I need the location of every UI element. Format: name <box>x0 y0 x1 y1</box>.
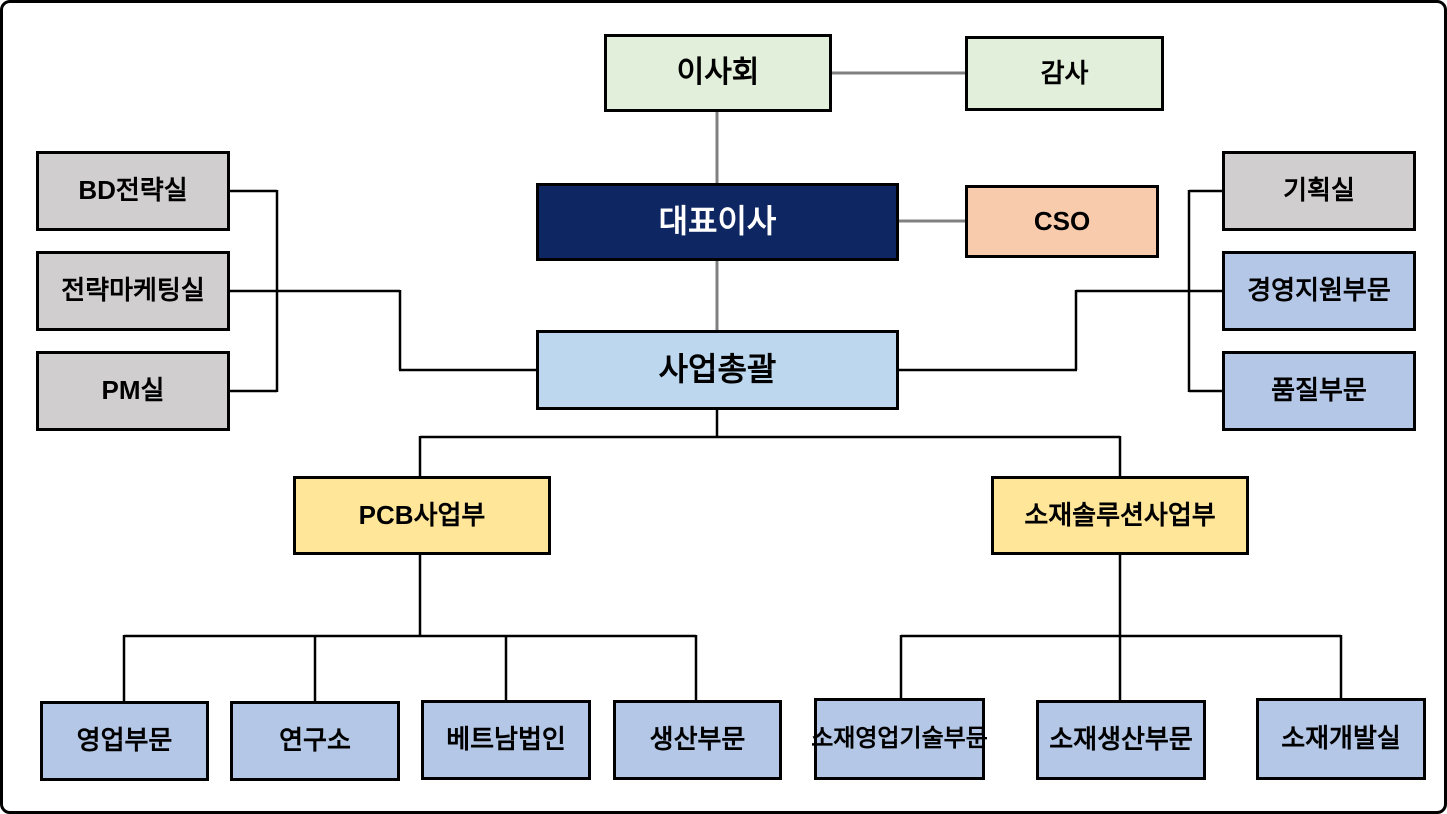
node-production-division: 생산부문 <box>613 700 782 780</box>
node-research-institute: 연구소 <box>230 701 400 781</box>
node-business-general-management: 사업총괄 <box>536 330 899 410</box>
node-management-support-division: 경영지원부문 <box>1222 251 1416 331</box>
node-sales-division: 영업부문 <box>40 701 209 781</box>
node-bd-strategy-office: BD전략실 <box>36 151 230 231</box>
node-board-of-directors: 이사회 <box>604 34 832 112</box>
black-connectors <box>122 189 1343 701</box>
node-pm-office: PM실 <box>36 351 230 431</box>
node-planning-office: 기획실 <box>1222 151 1416 231</box>
connector-lines <box>122 71 1343 701</box>
node-pcb-division: PCB사업부 <box>293 476 551 555</box>
node-material-production-division: 소재생산부문 <box>1036 700 1206 780</box>
node-material-development-office: 소재개발실 <box>1256 698 1426 780</box>
node-strategic-marketing-office: 전략마케팅실 <box>36 251 230 331</box>
node-cso: CSO <box>965 185 1159 258</box>
node-quality-division: 품질부문 <box>1222 351 1416 431</box>
node-vietnam-subsidiary: 베트남법인 <box>421 700 591 780</box>
node-material-sales-tech-division: 소재영업기술부문 <box>811 698 988 780</box>
node-auditor: 감사 <box>965 36 1164 111</box>
gray-connectors <box>715 71 965 330</box>
node-ceo: 대표이사 <box>536 183 899 261</box>
node-material-solution-division: 소재솔루션사업부 <box>991 476 1249 555</box>
